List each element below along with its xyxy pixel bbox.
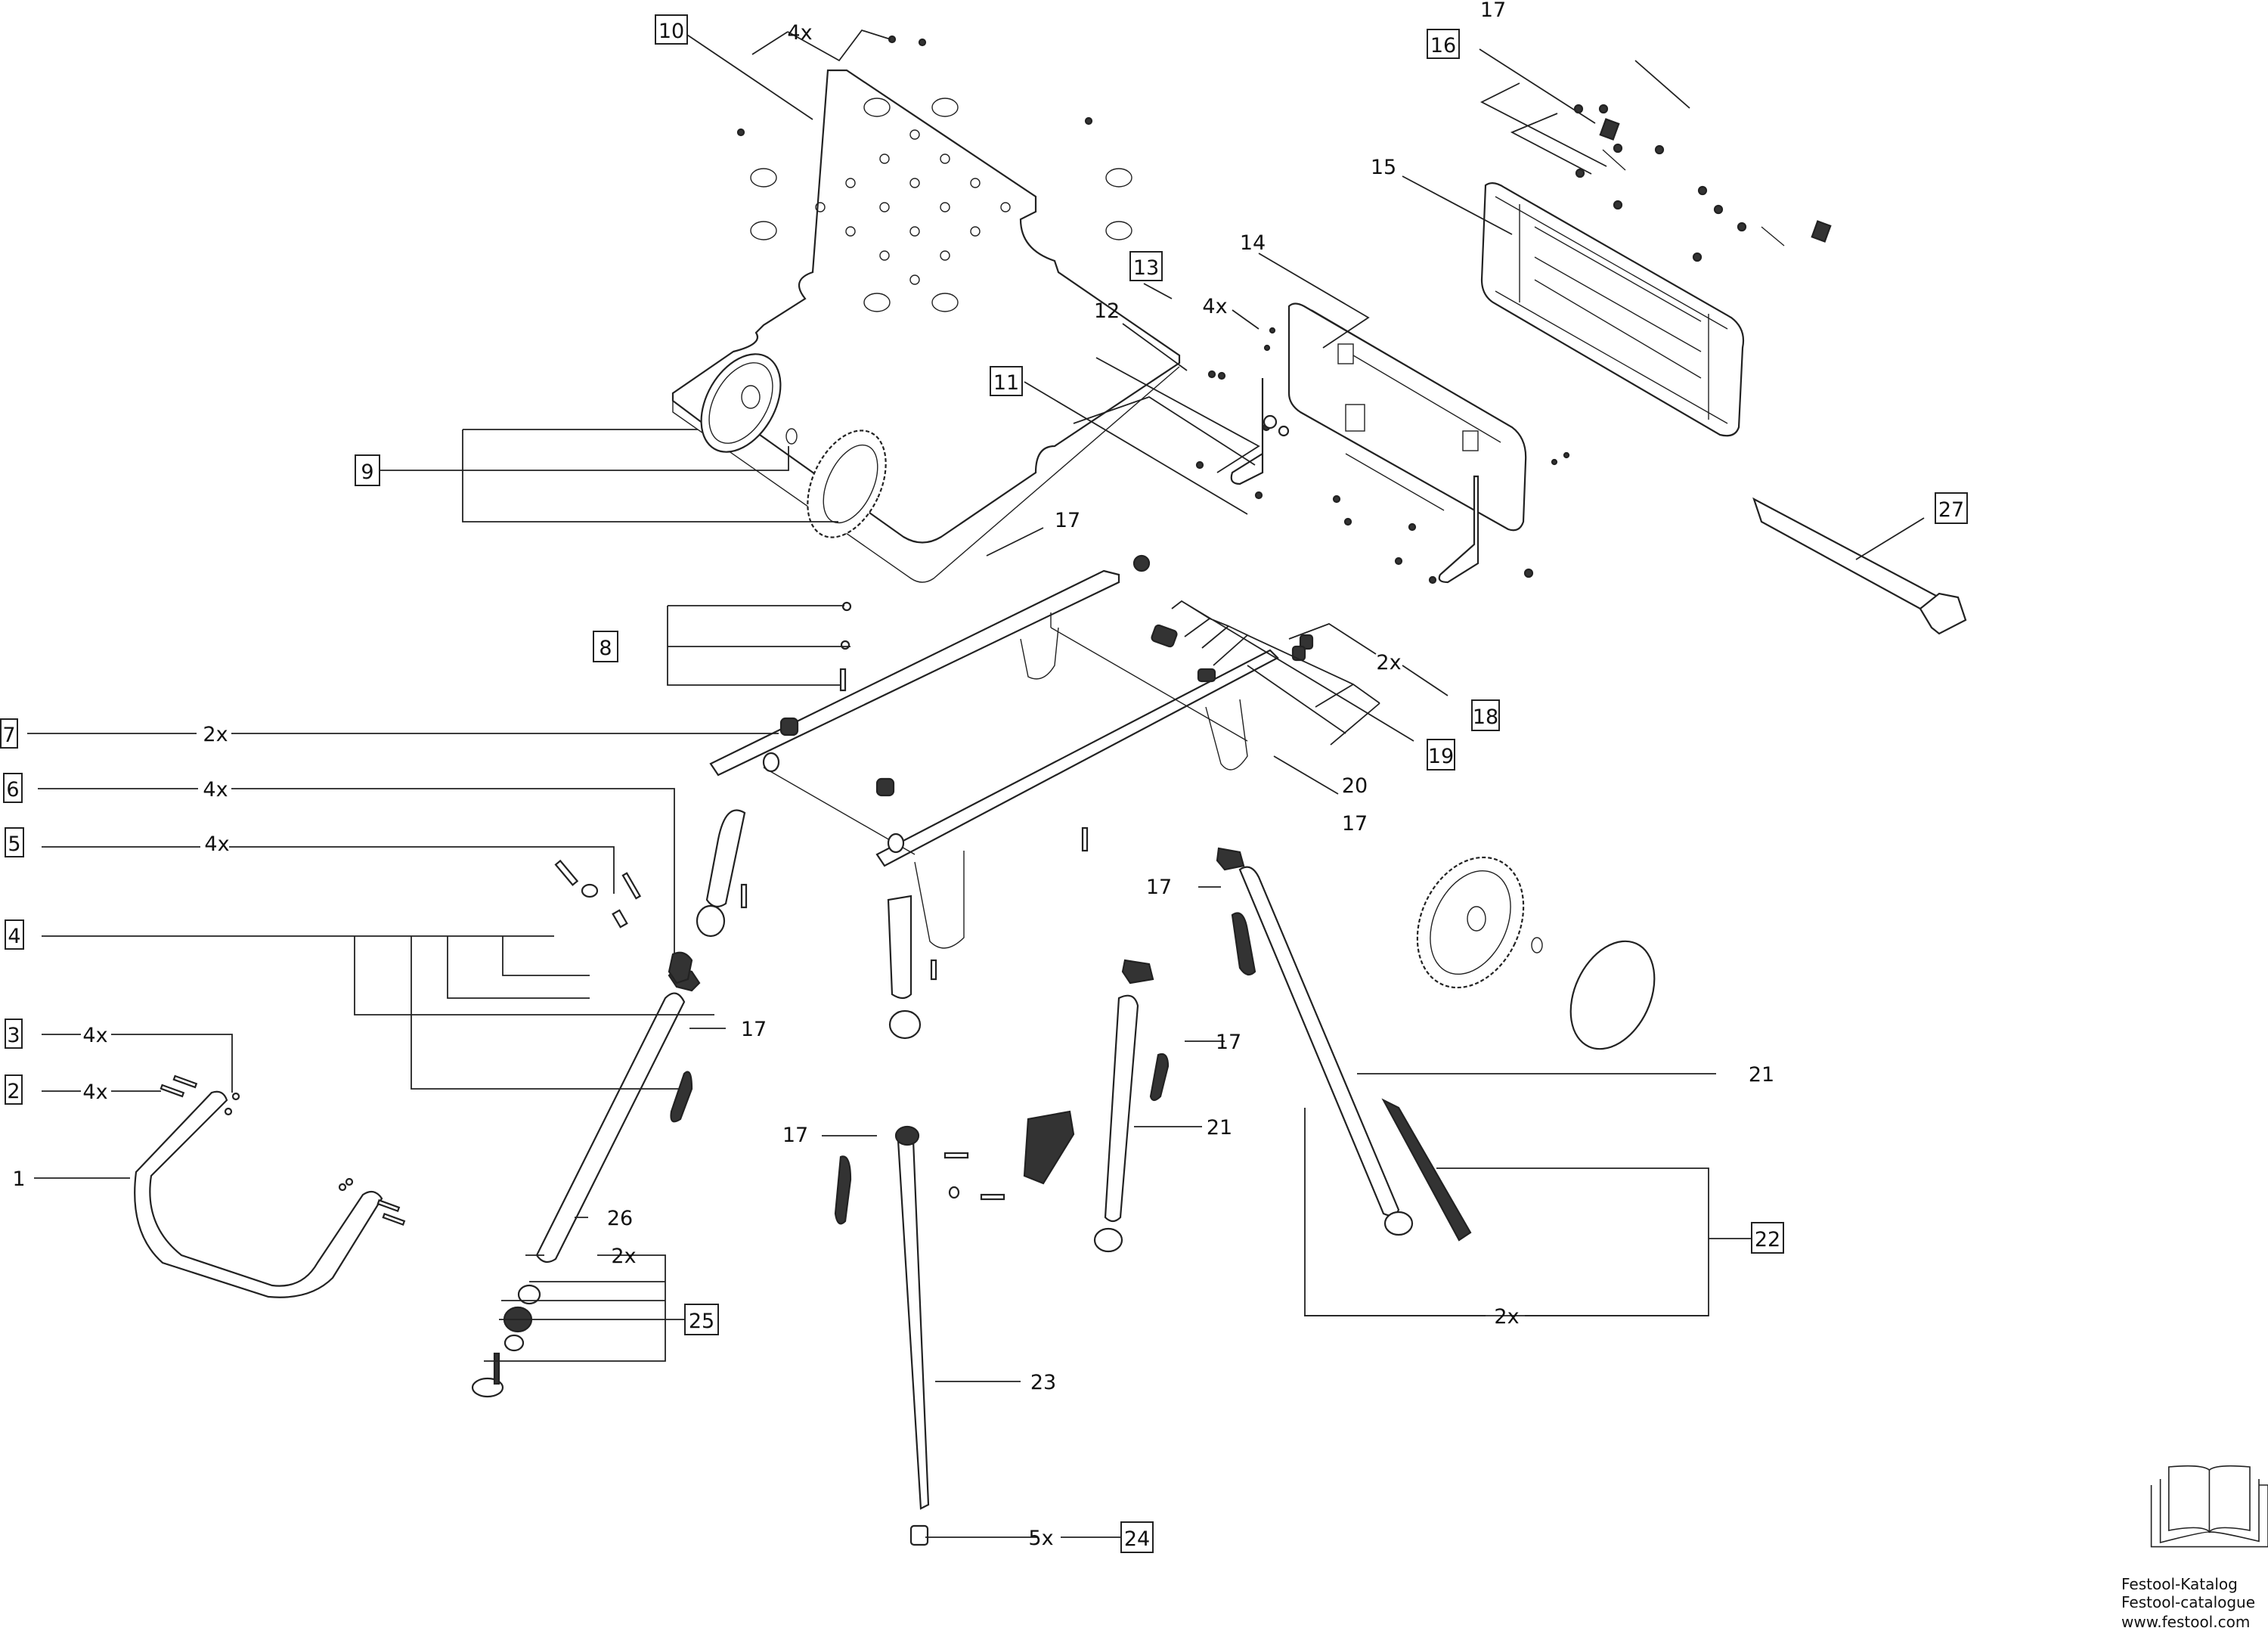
callout-22[interactable]: 22 xyxy=(1751,1222,1784,1254)
part-9-wheel-assembly[interactable] xyxy=(685,340,901,550)
part-17-nuts xyxy=(1573,104,1747,262)
qty-13: 4x xyxy=(1202,295,1227,318)
part-frame[interactable] xyxy=(705,569,1279,1000)
qty-6: 4x xyxy=(203,778,228,802)
label-17-leg21: 17 xyxy=(1216,1031,1241,1054)
qty-7: 2x xyxy=(203,723,228,746)
svg-text:13: 13 xyxy=(1133,256,1159,280)
part-2-3-bolts-nuts xyxy=(160,1074,406,1226)
part-13-screws xyxy=(1195,327,1570,584)
label-17-left: 17 xyxy=(741,1018,767,1041)
callout-25[interactable]: 25 xyxy=(684,1304,719,1335)
svg-text:16: 16 xyxy=(1430,34,1456,57)
label-17-leg21-top: 17 xyxy=(1146,876,1172,899)
svg-text:11: 11 xyxy=(993,371,1019,395)
callout-5[interactable]: 5 xyxy=(5,827,24,857)
svg-text:25: 25 xyxy=(689,1310,714,1333)
leader-lines xyxy=(27,29,1925,1538)
callout-11[interactable]: 11 xyxy=(990,366,1023,396)
label-17-top: 17 xyxy=(1480,0,1506,22)
part-12-nut xyxy=(1263,414,1290,437)
festool-catalog-badge[interactable]: Festool-Katalog Festool-catalogue www.fe… xyxy=(2117,1452,2268,1631)
callout-2[interactable]: 2 xyxy=(5,1074,23,1105)
catalog-line-1: Festool-Katalog xyxy=(2121,1575,2238,1593)
catalog-line-2: Festool-catalogue xyxy=(2121,1593,2256,1611)
callout-24[interactable]: 24 xyxy=(1120,1521,1154,1553)
callout-4[interactable]: 4 xyxy=(5,919,24,950)
qty-10: 4x xyxy=(787,21,812,45)
catalog-url[interactable]: www.festool.com xyxy=(2121,1613,2251,1631)
part-15-mounting-plate[interactable] xyxy=(1480,182,1745,437)
part-21-leg-middle[interactable] xyxy=(1023,959,1170,1253)
label-21-middle: 21 xyxy=(1207,1116,1232,1140)
part-16-latch[interactable] xyxy=(1599,118,1832,247)
qty-22: 2x xyxy=(1494,1305,1519,1329)
label-14: 14 xyxy=(1240,231,1266,255)
svg-text:3: 3 xyxy=(7,1024,20,1047)
svg-text:10: 10 xyxy=(658,20,684,43)
part-14-side-bracket[interactable] xyxy=(1230,302,1527,584)
callout-19[interactable]: 19 xyxy=(1427,739,1455,771)
callout-13[interactable]: 13 xyxy=(1129,251,1163,281)
label-12: 12 xyxy=(1094,299,1120,323)
qty-25: 2x xyxy=(611,1245,636,1268)
svg-text:7: 7 xyxy=(2,724,15,747)
callout-27[interactable]: 27 xyxy=(1935,492,1968,524)
label-17-leg23: 17 xyxy=(782,1124,808,1147)
part-21-leg-right[interactable] xyxy=(1216,847,1472,1242)
qty-24: 5x xyxy=(1028,1527,1053,1550)
callout-6[interactable]: 6 xyxy=(3,773,23,803)
frame-small-parts xyxy=(696,601,1089,1040)
svg-text:27: 27 xyxy=(1938,498,1964,522)
svg-text:8: 8 xyxy=(599,637,612,660)
svg-text:19: 19 xyxy=(1428,745,1454,768)
part-25-foot[interactable] xyxy=(471,1284,541,1398)
svg-text:5: 5 xyxy=(8,833,20,856)
svg-text:24: 24 xyxy=(1124,1527,1150,1551)
svg-text:18: 18 xyxy=(1473,705,1498,729)
callout-3[interactable]: 3 xyxy=(5,1019,23,1049)
label-21-right: 21 xyxy=(1749,1063,1774,1087)
label-1: 1 xyxy=(12,1167,25,1191)
part-23-leg[interactable] xyxy=(834,1125,930,1546)
callout-9[interactable]: 9 xyxy=(355,454,380,486)
callout-16[interactable]: 16 xyxy=(1427,29,1460,59)
label-26: 26 xyxy=(607,1207,633,1230)
callout-7[interactable]: 7 xyxy=(0,718,18,749)
svg-text:4: 4 xyxy=(8,925,20,948)
label-17-right: 17 xyxy=(1342,812,1368,836)
svg-text:2: 2 xyxy=(7,1080,20,1103)
label-23: 23 xyxy=(1030,1371,1056,1394)
part-1-handle[interactable] xyxy=(134,1090,383,1298)
part-wheel-lower[interactable] xyxy=(1397,840,1671,1062)
qty-18: 2x xyxy=(1376,651,1401,674)
qty-3: 4x xyxy=(82,1024,107,1047)
label-20: 20 xyxy=(1342,774,1368,798)
svg-text:22: 22 xyxy=(1755,1228,1780,1251)
qty-2: 4x xyxy=(82,1081,107,1104)
open-book-icon xyxy=(2150,1465,2268,1548)
part-4-5-6-hardware xyxy=(554,859,693,984)
callout-10[interactable]: 10 xyxy=(655,14,688,45)
label-15: 15 xyxy=(1371,156,1396,179)
part-27-strap[interactable] xyxy=(1752,497,1967,635)
svg-text:9: 9 xyxy=(361,460,373,484)
top-plate-holes xyxy=(815,129,1011,285)
part-10-top-plate[interactable] xyxy=(671,35,1181,583)
callout-8[interactable]: 8 xyxy=(593,631,618,662)
svg-text:6: 6 xyxy=(6,778,19,802)
qty-5: 4x xyxy=(204,833,229,856)
label-17-mid: 17 xyxy=(1055,509,1080,532)
callout-18[interactable]: 18 xyxy=(1471,699,1500,731)
leg-23-hardware xyxy=(943,1152,1005,1201)
frame-plugs xyxy=(779,554,1314,797)
